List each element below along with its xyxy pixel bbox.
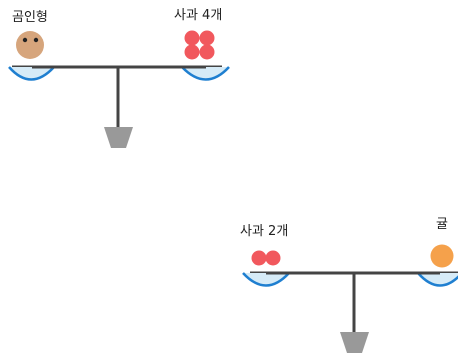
scale1-base xyxy=(104,127,133,148)
apple-icon xyxy=(199,44,215,60)
scale1-left-pan-rim xyxy=(8,66,55,81)
scale2-base xyxy=(340,332,369,353)
apple-icon xyxy=(184,30,200,46)
apple-group-2 xyxy=(251,250,281,266)
apple-icon xyxy=(251,250,267,266)
apple-icon xyxy=(199,30,215,46)
tangerine-icon xyxy=(430,244,454,268)
scale1-left-label: 곰인형 xyxy=(12,10,48,25)
scale2-right-pan-rim xyxy=(417,272,458,287)
apple-icon xyxy=(184,44,200,60)
scale-1 xyxy=(8,30,230,148)
scale2-left-pan-rim xyxy=(242,272,290,287)
scale2-left-label: 사과 2개 xyxy=(240,224,289,239)
scale1-right-label: 사과 4개 xyxy=(174,8,223,23)
scale1-right-pan-rim xyxy=(181,66,230,81)
apple-group-4 xyxy=(184,30,215,60)
scale2-right-pan xyxy=(418,273,458,286)
bear-icon xyxy=(16,31,44,59)
scale-2 xyxy=(242,244,458,353)
apple-icon xyxy=(265,250,281,266)
scale2-right-label: 귤 xyxy=(436,217,448,232)
